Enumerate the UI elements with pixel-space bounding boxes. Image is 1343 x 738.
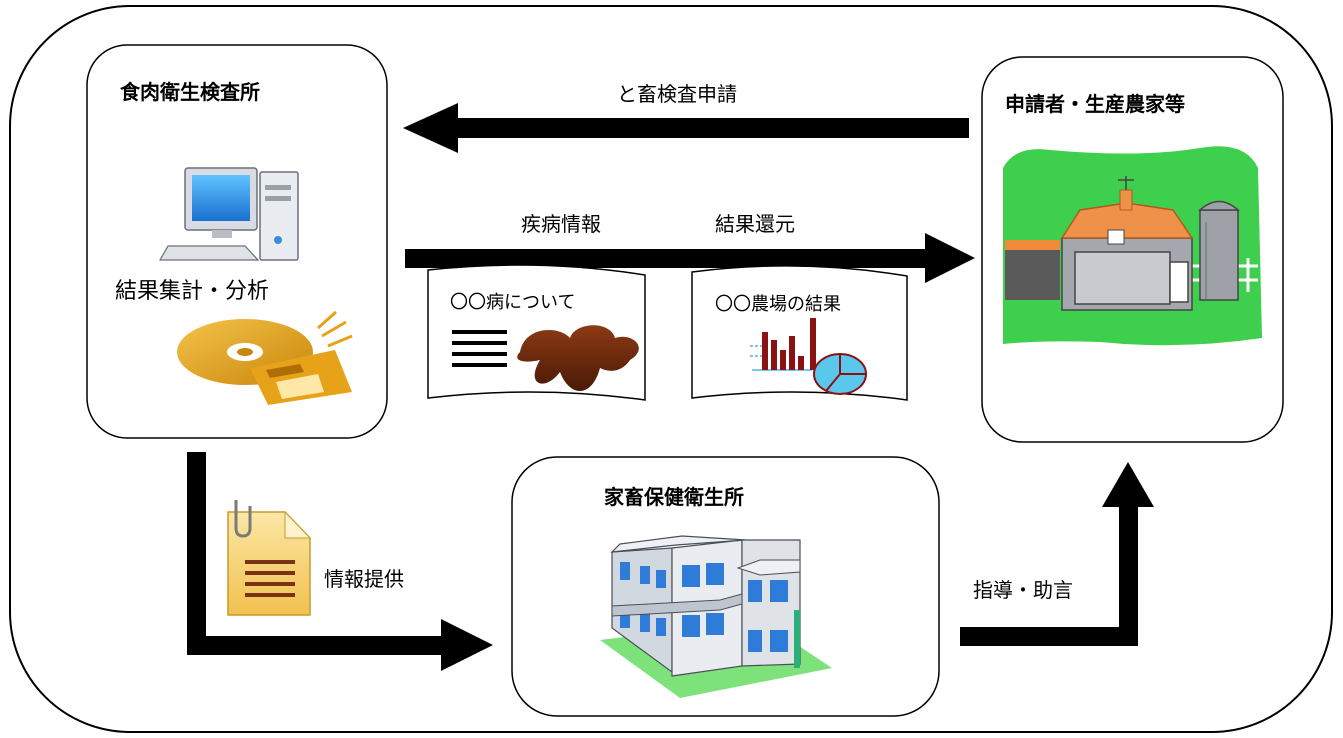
- computer-icon: [158, 167, 299, 261]
- arrow-guidance: [960, 462, 1154, 646]
- arrow-application: [403, 103, 969, 153]
- disease-document-title: 〇〇病について: [450, 292, 576, 313]
- arrow-result-return: [405, 233, 975, 283]
- farm-result-document: [691, 265, 908, 401]
- office-building-icon: [600, 535, 832, 698]
- document-folder-icon: [227, 500, 312, 616]
- arrow-label-guidance: 指導・助言: [973, 578, 1073, 602]
- disease-blob-icon: [517, 325, 639, 392]
- applicant-title: 申請者・生産農家等: [1005, 92, 1185, 116]
- inspection-center-box: [86, 44, 388, 439]
- disease-document: [427, 264, 646, 401]
- text-lines-icon: [452, 330, 507, 367]
- arrow-info-provision: [187, 452, 493, 671]
- bar-chart-icon: [750, 318, 816, 371]
- livestock-office-title: 家畜保健衛生所: [604, 485, 744, 509]
- arrow-label-application: と畜検査申請: [617, 82, 737, 106]
- inspection-center-title: 食肉衛生検査所: [120, 80, 260, 104]
- inspection-center-caption: 結果集計・分析: [115, 279, 270, 304]
- arrow-label-result-return: 結果還元: [715, 212, 795, 236]
- farm-result-document-title: 〇〇農場の結果: [715, 294, 841, 315]
- outer-frame: [9, 5, 1333, 733]
- cd-floppy-icon: [177, 310, 353, 405]
- arrow-label-info-provision: 情報提供: [324, 567, 404, 591]
- pie-chart-icon: [813, 353, 867, 395]
- farm-barn-icon: [1003, 146, 1262, 346]
- arrow-label-disease-info: 疾病情報: [521, 212, 601, 236]
